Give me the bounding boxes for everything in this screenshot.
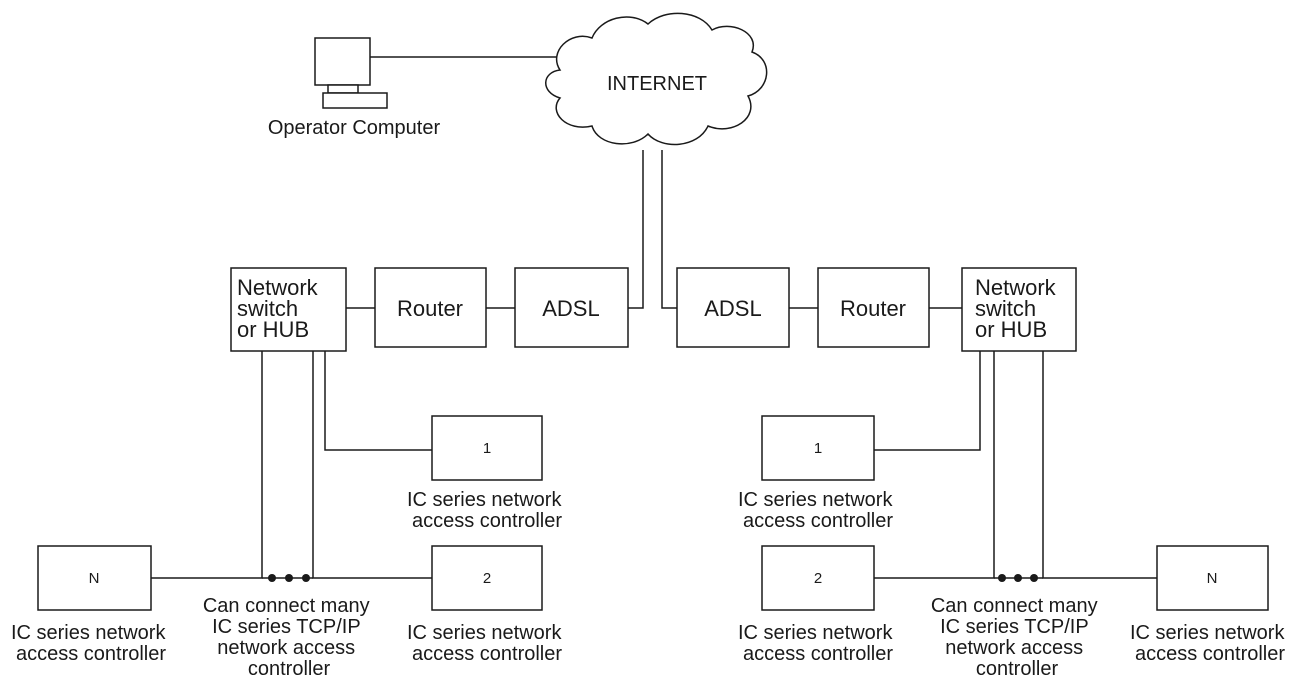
right-controller-2-caption: IC series network access controller xyxy=(738,622,898,665)
right-controller-2-box xyxy=(761,545,875,611)
internet-label: INTERNET xyxy=(607,73,707,95)
left-controller-2-number: 2 xyxy=(483,570,491,587)
cloud-icon xyxy=(545,12,768,146)
left-controller-n-caption: IC series network access controller xyxy=(11,622,171,665)
right-controller-n-number: N xyxy=(1207,570,1218,587)
left-switch-label: Network switch or HUB xyxy=(237,275,324,342)
right-controller-n-caption: IC series network access controller xyxy=(1130,622,1290,665)
link-right-switch-ctrlN xyxy=(1042,351,1157,579)
left-router-label: Router xyxy=(397,296,463,321)
right-router-label: Router xyxy=(840,296,906,321)
left-many-caption: Can connect many IC series TCP/IP networ… xyxy=(203,595,375,680)
left-controller-1-number: 1 xyxy=(483,440,491,457)
right-more-dots xyxy=(998,574,1038,582)
left-controller-n-number: N xyxy=(89,570,100,587)
right-many-caption: Can connect many IC series TCP/IP networ… xyxy=(931,595,1103,680)
connection-lines xyxy=(151,56,1157,579)
left-adsl-box xyxy=(514,267,629,348)
left-controller-2-caption: IC series network access controller xyxy=(407,622,567,665)
left-router-box xyxy=(374,267,487,348)
left-controller-n-box xyxy=(37,545,152,611)
left-controller-1-caption: IC series network access controller xyxy=(407,489,567,532)
left-adsl-label: ADSL xyxy=(542,296,599,321)
right-adsl-box xyxy=(676,267,790,348)
left-more-dots xyxy=(268,574,310,582)
right-controller-1-box xyxy=(761,415,875,481)
link-internet-left-adsl xyxy=(628,150,644,309)
right-controller-n-box xyxy=(1156,545,1269,611)
link-internet-right-adsl xyxy=(661,150,677,309)
link-right-switch-ctrl1 xyxy=(874,351,981,451)
right-network: ADSL Router Network switch or HUB 1 IC s… xyxy=(676,267,1290,680)
right-router-box xyxy=(817,267,930,348)
link-left-switch-ctrl1 xyxy=(324,351,432,451)
right-switch-box xyxy=(961,267,1077,352)
link-left-switch-ctrl2 xyxy=(312,351,432,579)
right-adsl-label: ADSL xyxy=(704,296,761,321)
right-controller-1-caption: IC series network access controller xyxy=(738,489,898,532)
operator-computer: Operator Computer xyxy=(268,37,441,139)
left-switch-box xyxy=(230,267,347,352)
left-network: Network switch or HUB Router ADSL 1 IC s… xyxy=(11,267,629,680)
left-controller-2-box xyxy=(431,545,543,611)
link-right-switch-ctrl2 xyxy=(874,351,995,579)
internet-cloud: INTERNET xyxy=(545,12,768,146)
right-switch-label: Network switch or HUB xyxy=(975,275,1062,342)
right-controller-2-number: 2 xyxy=(814,570,822,587)
right-controller-1-number: 1 xyxy=(814,440,822,457)
link-left-switch-ctrlN xyxy=(151,351,263,579)
left-controller-1-box xyxy=(431,415,543,481)
operator-computer-label: Operator Computer xyxy=(268,117,441,139)
computer-icon xyxy=(314,37,388,109)
